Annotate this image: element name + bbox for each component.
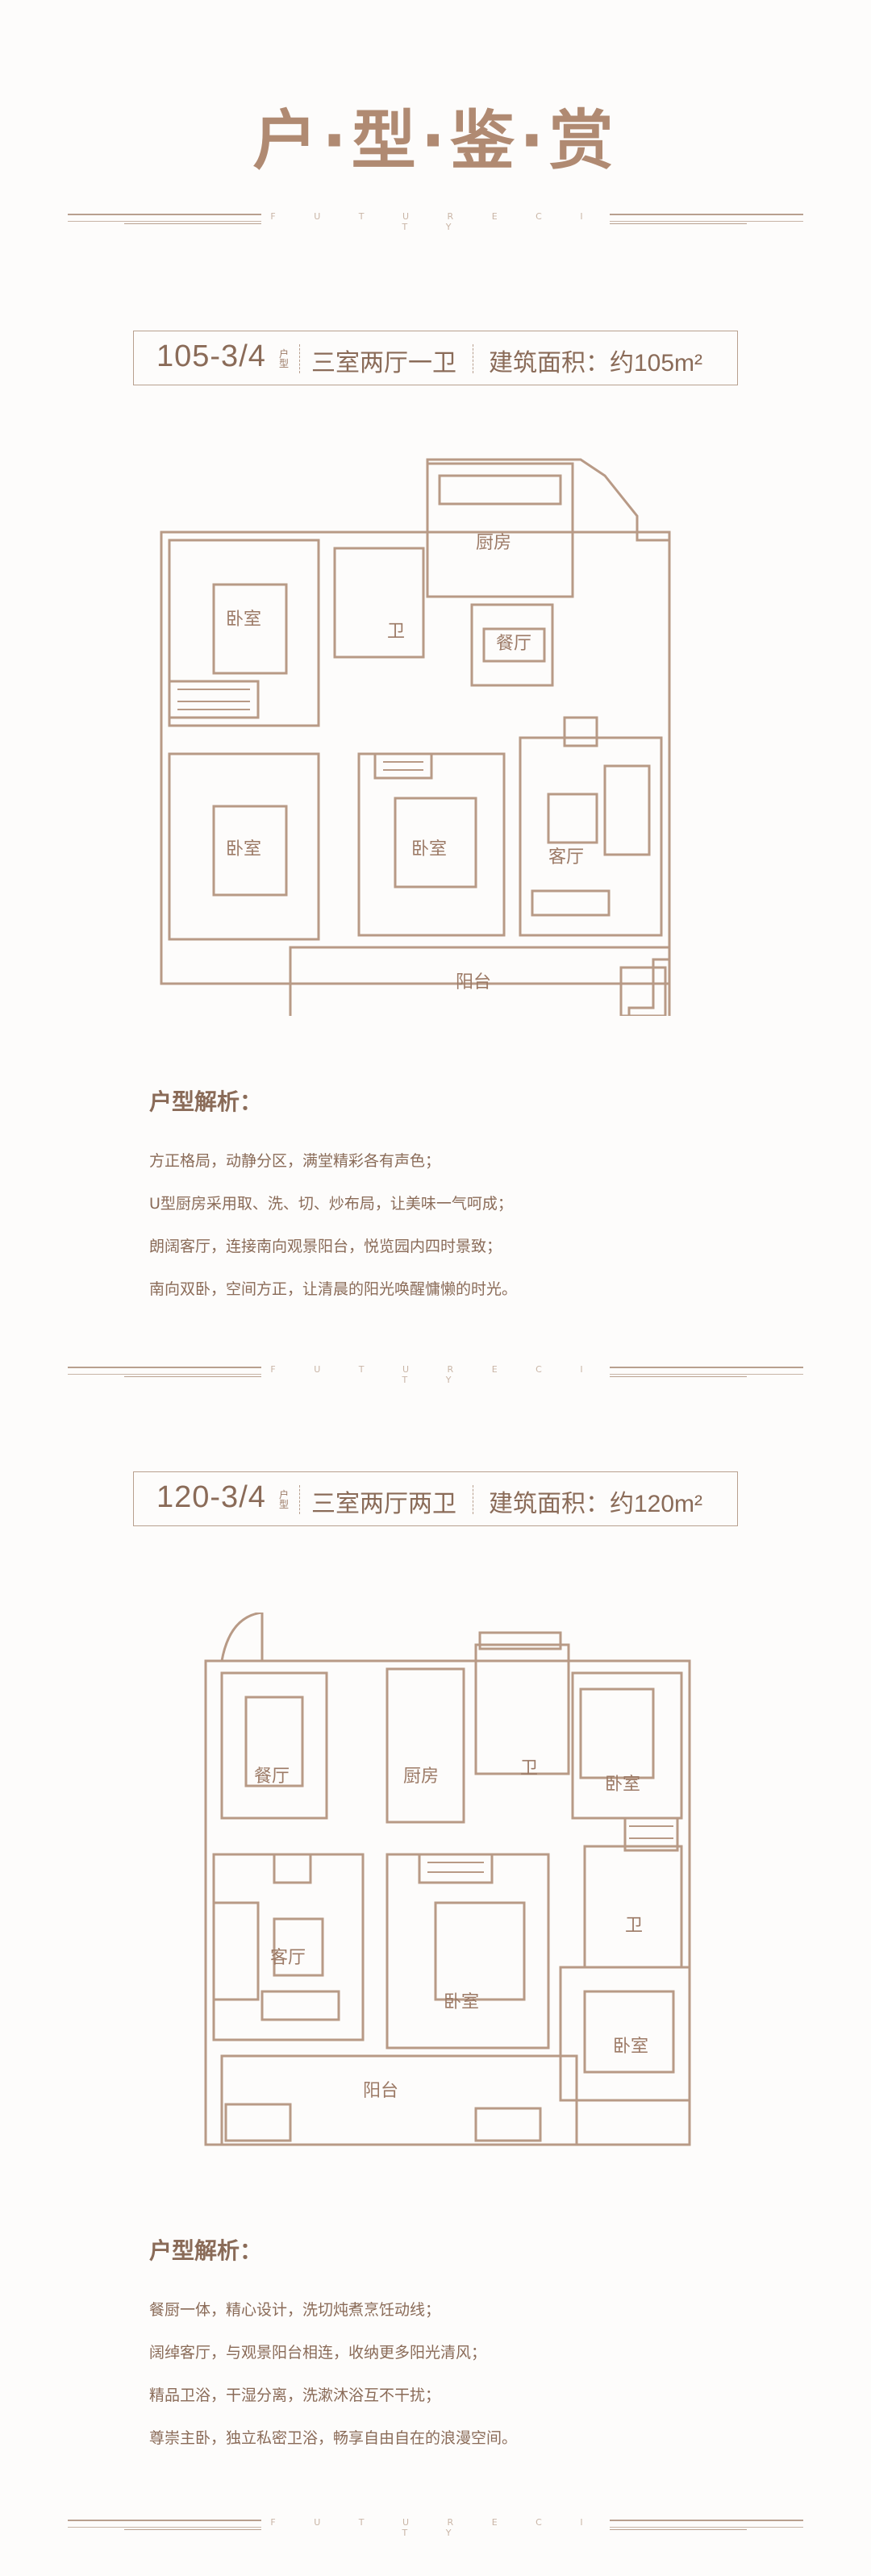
unit2-room-bedroom-c: 卧室 (613, 2037, 648, 2057)
unit2-spec-bar: 120-3/4 户型 三室两厅两卫 建筑面积：约120m² (133, 1471, 738, 1526)
unit2-type: 三室两厅两卫 (311, 1491, 456, 1517)
unit1-room-living: 客厅 (548, 847, 584, 868)
unit2-room-kitchen: 厨房 (403, 1767, 439, 1787)
unit1-room-kitchen: 厨房 (476, 533, 511, 553)
unit1-analysis-line: 朗阔客厅，连接南向观景阳台，悦览园内四时景致； (149, 1238, 502, 1255)
unit2-code: 120-3/4 (156, 1480, 266, 1514)
unit1-code: 105-3/4 (156, 339, 266, 373)
unit2-analysis-title: 户型解析： (149, 2237, 263, 2264)
unit1-analysis-line: 方正格局，动静分区，满堂精彩各有声色； (149, 1152, 441, 1170)
unit1-area: 建筑面积：约105m² (489, 350, 703, 377)
unit1-room-balcony: 阳台 (456, 972, 491, 993)
unit2-analysis-line: 尊崇主卧，独立私密卫浴，畅享自由自在的浪漫空间。 (149, 2429, 518, 2447)
page-title: 户·型·鉴·赏 (252, 103, 619, 178)
unit1-analysis-title: 户型解析： (149, 1088, 263, 1115)
unit2-unit-mark: 户型 (279, 1489, 290, 1510)
unit1-room-bedroom-b: 卧室 (226, 839, 261, 859)
unit2-room-bedroom-b: 卧室 (444, 1992, 479, 2012)
unit1-floor-plan: 卧室 卧室 卧室 厨房 卫 餐厅 客厅 阳台 (153, 452, 686, 1016)
unit1-type: 三室两厅一卫 (311, 350, 456, 377)
unit2-room-bath-a: 卫 (520, 1758, 538, 1779)
unit1-room-bedroom-a: 卧室 (226, 610, 261, 630)
divider-top: F U T U R E C I T Y (68, 211, 803, 232)
divider-text: F U T U R E C I T Y (270, 1364, 601, 1385)
unit2-floor-plan: 餐厅 厨房 卫 卧室 卫 客厅 卧室 卧室 阳台 (198, 1613, 714, 2161)
divider-text: F U T U R E C I T Y (270, 2517, 601, 2538)
unit1-room-bath: 卫 (387, 622, 405, 642)
divider-middle: F U T U R E C I T Y (68, 1364, 803, 1385)
unit2-area: 建筑面积：约120m² (489, 1491, 703, 1517)
divider-text: F U T U R E C I T Y (270, 211, 601, 232)
divider-bottom: F U T U R E C I T Y (68, 2517, 803, 2538)
unit2-analysis-line: 精品卫浴，干湿分离，洗漱沐浴互不干扰； (149, 2387, 441, 2404)
unit2-analysis-line: 餐厨一体，精心设计，洗切炖煮烹饪动线； (149, 2301, 441, 2319)
unit1-analysis-line: 南向双卧，空间方正，让清晨的阳光唤醒慵懒的时光。 (149, 1280, 518, 1298)
unit2-room-bedroom-a: 卧室 (605, 1775, 640, 1795)
unit2-room-living: 客厅 (270, 1948, 306, 1968)
unit2-room-bath-b: 卫 (625, 1916, 643, 1936)
unit1-spec-bar: 105-3/4 户型 三室两厅一卫 建筑面积：约105m² (133, 331, 738, 385)
unit2-room-dining: 餐厅 (254, 1767, 290, 1787)
unit1-room-bedroom-c: 卧室 (411, 839, 447, 859)
unit2-analysis-line: 阔绰客厅，与观景阳台相连，收纳更多阳光清风； (149, 2344, 487, 2362)
unit2-room-balcony: 阳台 (363, 2081, 398, 2101)
unit1-unit-mark: 户型 (279, 348, 290, 369)
unit1-room-dining: 餐厅 (496, 634, 531, 654)
unit1-analysis-line: U型厨房采用取、洗、切、炒布局，让美味一气呵成； (149, 1195, 513, 1213)
